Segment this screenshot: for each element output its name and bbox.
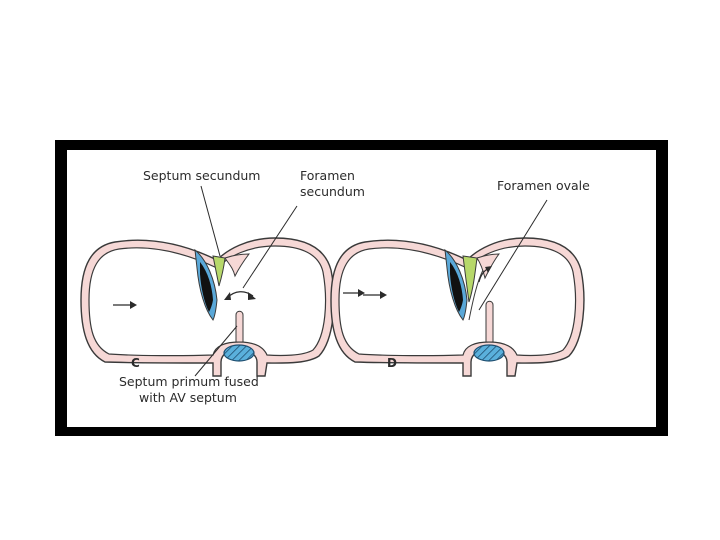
label-foramen-secundum-1: Foramen [300,168,355,183]
inflow-arrowhead-d [380,291,387,299]
panel-d: D [330,237,585,377]
septum-secundum-d [462,255,478,303]
panel-c: C [80,237,335,377]
flow-arrowhead-left-c [224,292,231,300]
av-septum-stalk-c [235,310,244,343]
flap-line-d [468,269,484,321]
inflow-arrowhead-c [130,301,137,309]
leader-foramen-ovale [478,199,548,311]
av-cushion-d [473,344,505,362]
av-cushion-c [223,344,255,362]
label-septum-primum-2: with AV septum [139,390,237,405]
leader-foramen-secundum [242,205,298,289]
diagram-panel: C D S [67,150,656,427]
flow-arrowhead-right-c [248,292,256,300]
label-septum-secundum: Septum secundum [143,168,261,183]
dark-core-c [200,262,213,312]
label-foramen-secundum-2: secundum [300,184,365,199]
dark-core-d [450,262,463,312]
septum-secundum-c [212,255,226,287]
leader-septum-secundum [200,185,221,257]
panel-label-d: D [387,356,397,370]
flow-arrowhead-d [485,266,492,273]
leader-septum-primum [194,325,238,377]
heart-septation-diagram: C D S [80,168,590,405]
av-septum-stalk-d [485,300,494,343]
upper-septum-d [476,253,500,280]
transition-arrowhead [358,289,365,297]
label-septum-primum-1: Septum primum fused [119,374,259,389]
upper-septum-c [224,253,251,278]
diagram-frame: C D S [55,140,668,436]
panel-label-c: C [131,356,140,370]
label-foramen-ovale: Foramen ovale [497,178,590,193]
